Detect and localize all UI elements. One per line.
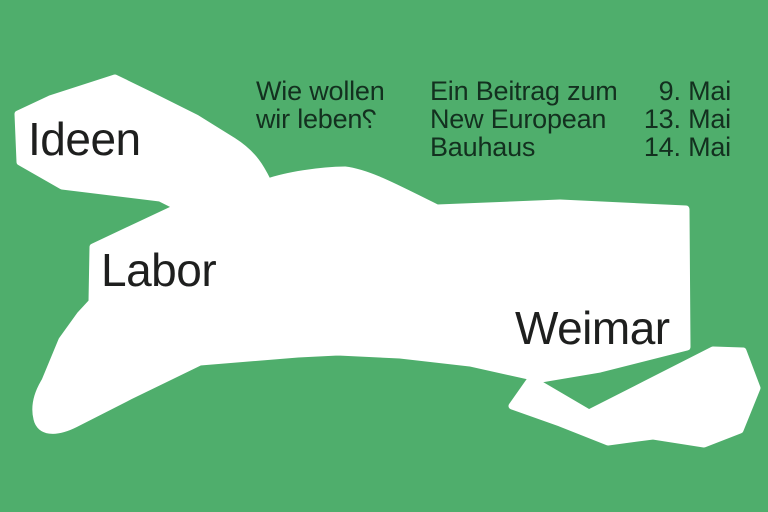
subtitle-line: New European [430, 104, 607, 134]
date-item: 14. Mai [643, 132, 731, 162]
dates-list: 9. Mai 13. Mai 14. Mai [644, 77, 731, 161]
zigzag-blob-shape [508, 346, 761, 448]
word-labor: Labor [101, 244, 217, 296]
mirrored-question-mark: ? [362, 104, 378, 134]
date-item: 9. Mai [658, 76, 732, 106]
tagline-line2-text: wir leben [256, 104, 363, 134]
tagline: Wie wollen wir leben? [256, 76, 385, 134]
tagline-line2: wir leben? [256, 104, 385, 134]
main-blob-shape [14, 74, 691, 434]
subtitle-line: Ein Beitrag zum [430, 76, 618, 106]
subtitle: Ein Beitrag zum New European Bauhaus [430, 77, 618, 161]
word-weimar: Weimar [515, 302, 670, 354]
date-item: 13. Mai [643, 104, 731, 134]
subtitle-line: Bauhaus [430, 132, 536, 162]
word-ideen: Ideen [28, 113, 141, 165]
tagline-line1: Wie wollen [256, 76, 385, 106]
